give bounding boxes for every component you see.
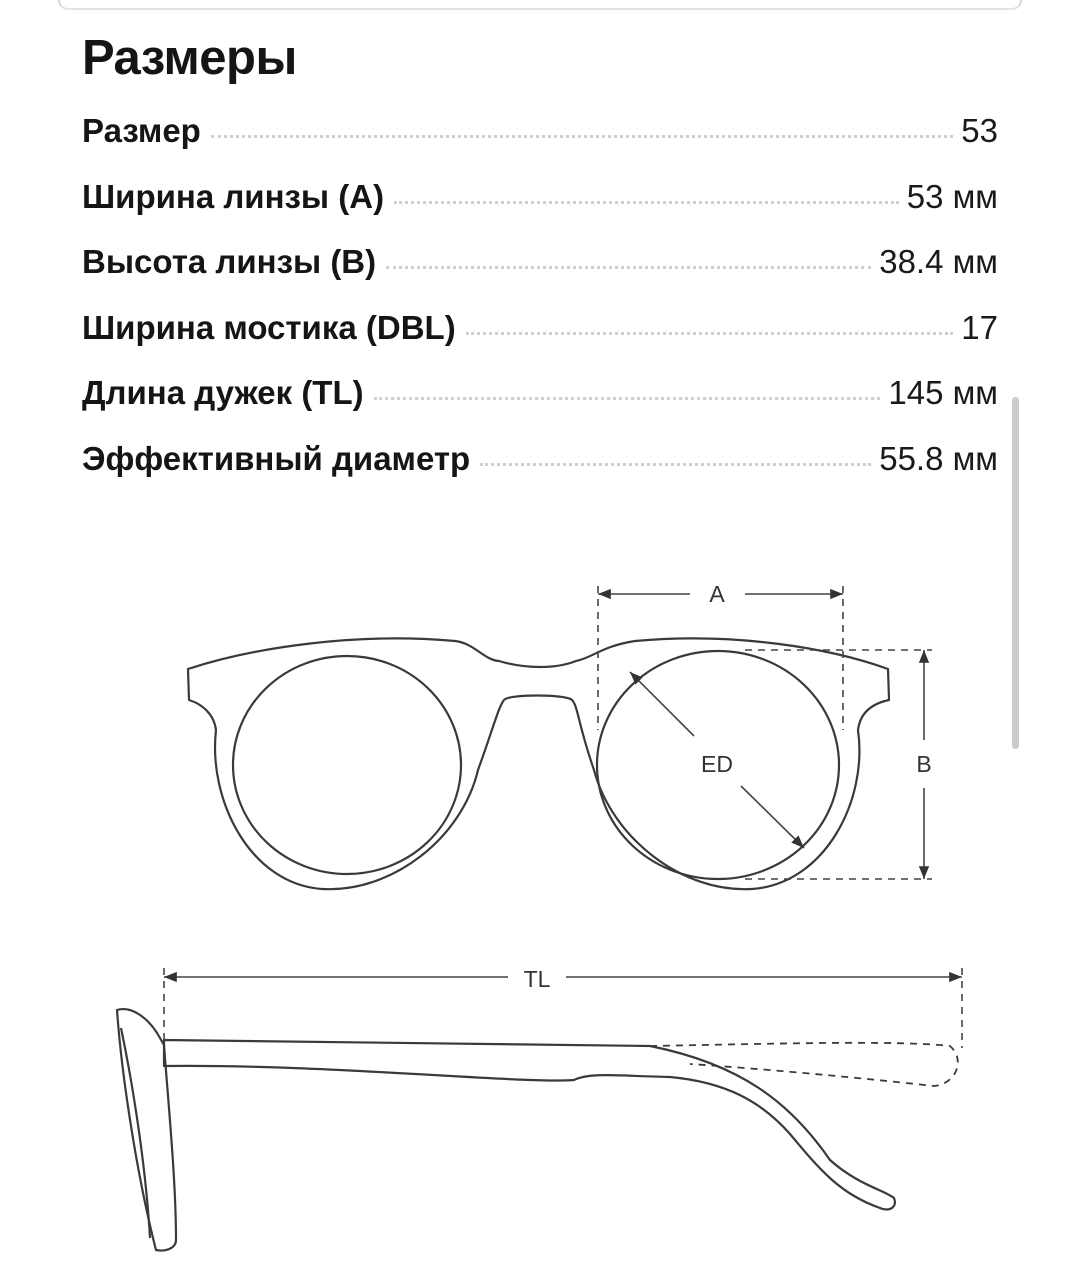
dotted-leader — [480, 462, 872, 466]
scrollbar-thumb[interactable] — [1012, 397, 1019, 749]
dotted-leader — [373, 397, 881, 401]
page-title: Размеры — [82, 31, 297, 85]
spec-row-lens-height: Высота линзы (B) 38.4 мм — [82, 243, 998, 309]
spec-row-effective-diameter: Эффективный диаметр 55.8 мм — [82, 440, 998, 506]
spec-label: Высота линзы (B) — [82, 243, 377, 281]
frame-front-outline — [186, 637, 891, 891]
spec-value: 145 мм — [888, 374, 998, 412]
dimension-b — [745, 649, 932, 880]
spec-row-lens-width: Ширина линзы (A) 53 мм — [82, 178, 998, 244]
spec-value: 53 — [961, 112, 998, 149]
spec-row-size: Размер 53 — [82, 112, 998, 178]
temple-tip-folded — [649, 1041, 959, 1087]
spec-value: 17 — [961, 308, 998, 346]
dimension-ed-label: ED — [701, 751, 733, 777]
dimension-tl-label: TL — [524, 966, 551, 992]
dotted-leader — [465, 331, 954, 335]
dimension-tl — [163, 968, 963, 1048]
dotted-leader — [210, 135, 954, 138]
dimension-b-label: B — [916, 751, 931, 777]
frame-side-outline — [115, 1008, 178, 1252]
dimension-a-label: A — [709, 581, 725, 607]
size-specs-list: Размер 53 Ширина линзы (A) 53 мм Высота … — [82, 112, 998, 506]
glasses-side-view — [115, 1008, 959, 1252]
spec-label: Ширина мостика (DBL) — [82, 308, 456, 346]
dotted-leader — [386, 266, 872, 270]
dotted-leader — [394, 200, 899, 204]
spec-row-bridge-width: Ширина мостика (DBL) 17 — [82, 309, 998, 375]
right-lens — [595, 649, 841, 881]
spec-value: 55.8 мм — [879, 439, 998, 477]
spec-label: Длина дужек (TL) — [82, 374, 364, 412]
dimension-a — [597, 586, 844, 730]
temple-arm — [162, 1038, 896, 1211]
spec-value: 53 мм — [906, 177, 998, 215]
glasses-front-view — [186, 637, 891, 891]
spec-row-temple-length: Длина дужек (TL) 145 мм — [82, 374, 998, 440]
spec-label: Эффективный диаметр — [82, 439, 471, 477]
spec-label: Размер — [82, 112, 201, 149]
spec-value: 38.4 мм — [879, 243, 998, 281]
spec-label: Ширина линзы (A) — [82, 177, 385, 215]
dimension-ed — [629, 671, 805, 849]
lens-edge — [119, 1027, 152, 1239]
left-lens — [231, 654, 463, 876]
